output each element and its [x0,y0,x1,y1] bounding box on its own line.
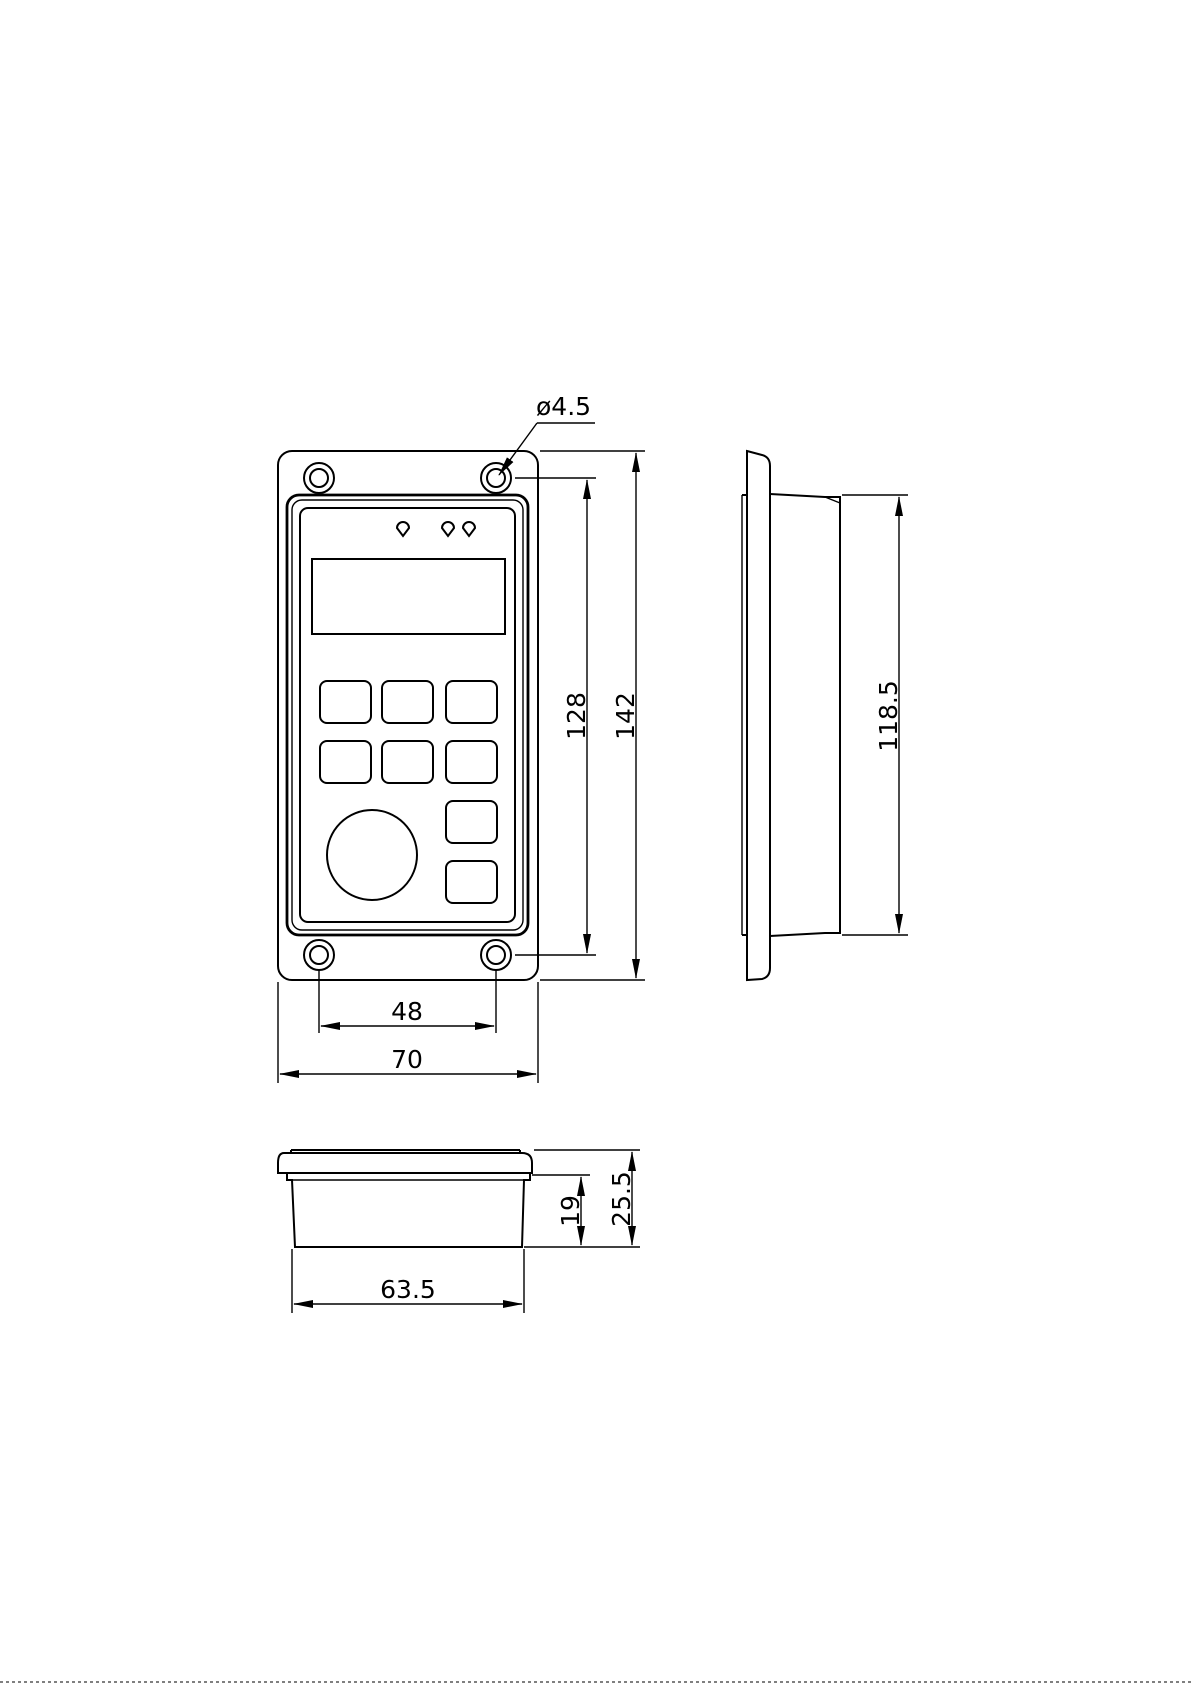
rotary-knob [327,810,417,900]
front-panel-face [300,508,515,922]
mounting-hole-bottom-left [304,940,334,970]
led-indicator-3 [463,522,475,536]
display-window [312,559,505,634]
body-height-label: 118.5 [874,680,903,752]
front-bezel-outline [287,495,528,935]
hole-diameter-label: ø4.5 [536,392,591,421]
keypad-button [320,681,371,723]
side-body [770,494,840,936]
inner-depth-label: 19 [556,1195,585,1227]
keypad-button [446,861,497,903]
led-indicator-1 [397,522,409,536]
bottom-view [278,1150,532,1247]
mounting-hole-top-left [304,463,334,493]
hole-spacing-horizontal-label: 48 [391,997,423,1026]
bottom-flange [278,1153,532,1173]
hole-spacing-vertical-label: 128 [562,692,591,740]
mounting-hole-top-right [481,463,511,493]
overall-depth-label: 25.5 [607,1171,636,1227]
keypad-button [446,801,497,843]
led-indicator-2 [442,522,454,536]
front-view [278,451,538,980]
keypad-button [446,681,497,723]
side-flange [747,451,770,980]
side-view [742,451,840,980]
keypad-button [382,681,433,723]
bottom-body [287,1173,530,1247]
mounting-hole-bottom-right [481,940,511,970]
bottom-view-dimensions: 19 25.5 63.5 [292,1150,640,1313]
keypad-button [446,741,497,783]
front-bezel-inner [292,500,523,930]
overall-height-label: 142 [611,692,640,740]
overall-width-label: 70 [391,1045,423,1074]
body-width-label: 63.5 [380,1275,436,1304]
keypad-button [320,741,371,783]
keypad-button [382,741,433,783]
side-view-dimensions: 118.5 [842,495,908,935]
